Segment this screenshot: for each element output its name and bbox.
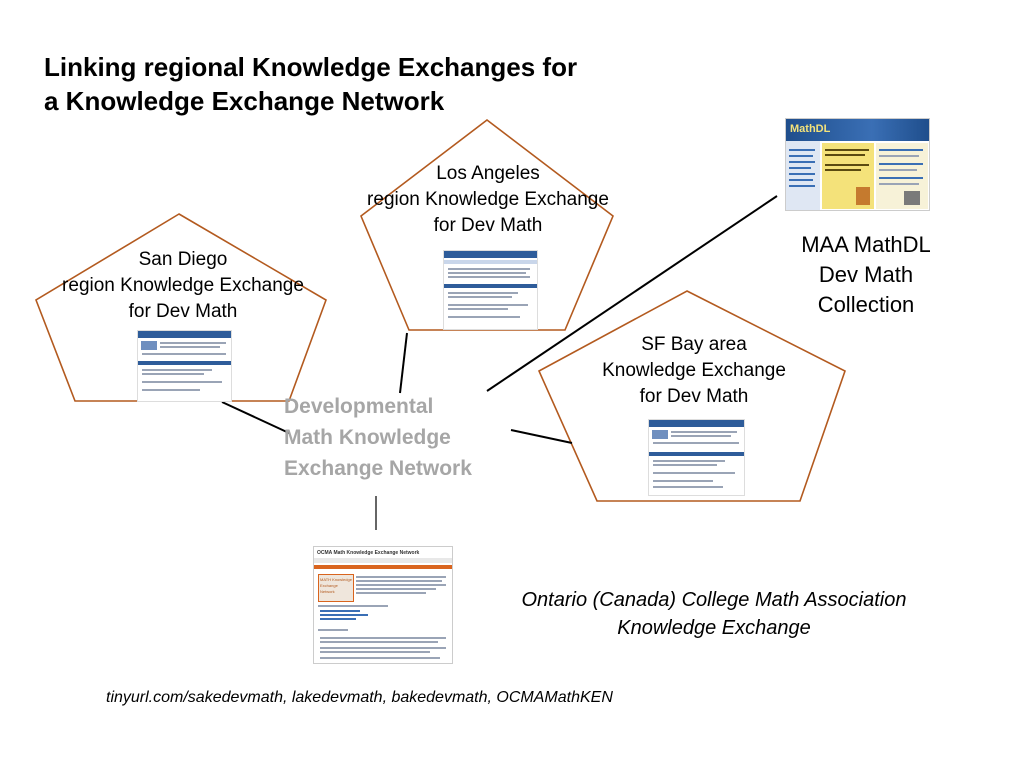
connector-la-network (399, 332, 408, 394)
san-diego-label: San Diego region Knowledge Exchange for … (62, 249, 304, 322)
connector-sd-network (221, 401, 290, 434)
sf-bay-website-thumbnail (648, 419, 745, 496)
ontario-label: Ontario (Canada) College Math Associatio… (521, 589, 907, 639)
connector-sf-network (510, 429, 573, 444)
ocma-logo: MATH Knowledge Exchange Network (320, 577, 352, 594)
footer-links: tinyurl.com/sakedevmath, lakedevmath, ba… (106, 689, 613, 706)
sf-bay-label: SF Bay area Knowledge Exchange for Dev M… (602, 334, 786, 407)
san-diego-website-thumbnail (137, 330, 232, 402)
los-angeles-website-thumbnail (443, 250, 538, 330)
sf-bay-pentagon (537, 290, 846, 502)
ocma-header-text: OCMA Math Knowledge Exchange Network (317, 550, 420, 556)
los-angeles-pentagon (360, 118, 614, 331)
slide-title: Linking regional Knowledge Exchanges for… (44, 50, 684, 118)
title-line-2: a Knowledge Exchange Network (44, 86, 445, 116)
connector-maa-network (486, 195, 778, 392)
title-line-1: Linking regional Knowledge Exchanges for (44, 52, 578, 82)
maa-mathdl-label: MAA MathDL Dev Math Collection (801, 232, 931, 317)
mathdl-logo: MathDL (790, 123, 831, 135)
ocma-website-thumbnail: OCMA Math Knowledge Exchange Network MAT… (313, 546, 453, 664)
maa-mathdl-thumbnail: MathDL (785, 118, 930, 211)
network-label: Developmental Math Knowledge Exchange Ne… (284, 395, 472, 480)
los-angeles-label: Los Angeles region Knowledge Exchange fo… (367, 163, 609, 236)
